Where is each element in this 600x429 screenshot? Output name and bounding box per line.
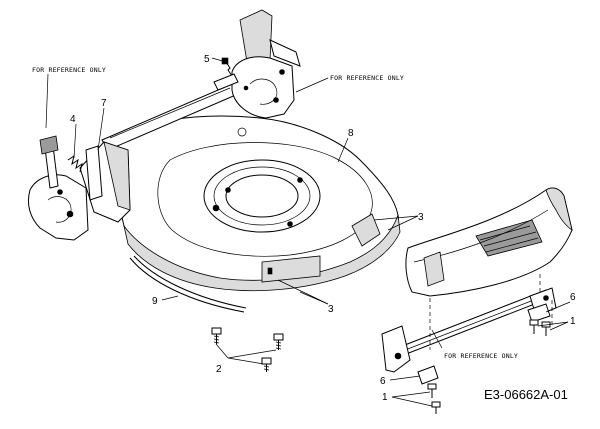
screw-2c — [261, 357, 272, 372]
callout-8: 8 — [348, 128, 354, 139]
rear-flap-seal — [129, 255, 247, 313]
screw-1b — [431, 401, 441, 414]
callout-3-lower: 3 — [328, 304, 334, 315]
leader-lines — [45, 57, 571, 407]
front-bumper — [405, 187, 573, 297]
reference-note-top-right: FOR REFERENCE ONLY — [330, 74, 404, 82]
screw-1c — [529, 319, 539, 334]
screw-2a — [211, 327, 222, 344]
callout-2: 2 — [216, 364, 222, 375]
callout-6-right: 6 — [570, 292, 576, 303]
screw-2b — [273, 333, 284, 350]
screw-1d — [541, 321, 551, 336]
mower-deck — [99, 115, 401, 292]
screw-1a — [427, 383, 437, 398]
callout-1-right: 1 — [570, 316, 576, 327]
callout-9: 9 — [152, 296, 158, 307]
callout-1-lower: 1 — [382, 392, 388, 403]
reference-note-bottom-right: FOR REFERENCE ONLY — [444, 352, 518, 360]
callout-7: 7 — [101, 98, 107, 109]
callout-6-lower: 6 — [380, 376, 386, 387]
height-adjust-bracket-right — [213, 9, 301, 119]
callout-5: 5 — [204, 54, 210, 65]
diagram-code: E3-06662A-01 — [484, 387, 568, 402]
spring-left — [67, 154, 83, 173]
front-axle-assembly — [381, 274, 557, 385]
reference-note-left: FOR REFERENCE ONLY — [32, 66, 106, 74]
callout-3-upper: 3 — [418, 212, 424, 223]
callout-4: 4 — [70, 114, 76, 125]
rear-handle-assembly — [27, 83, 239, 241]
